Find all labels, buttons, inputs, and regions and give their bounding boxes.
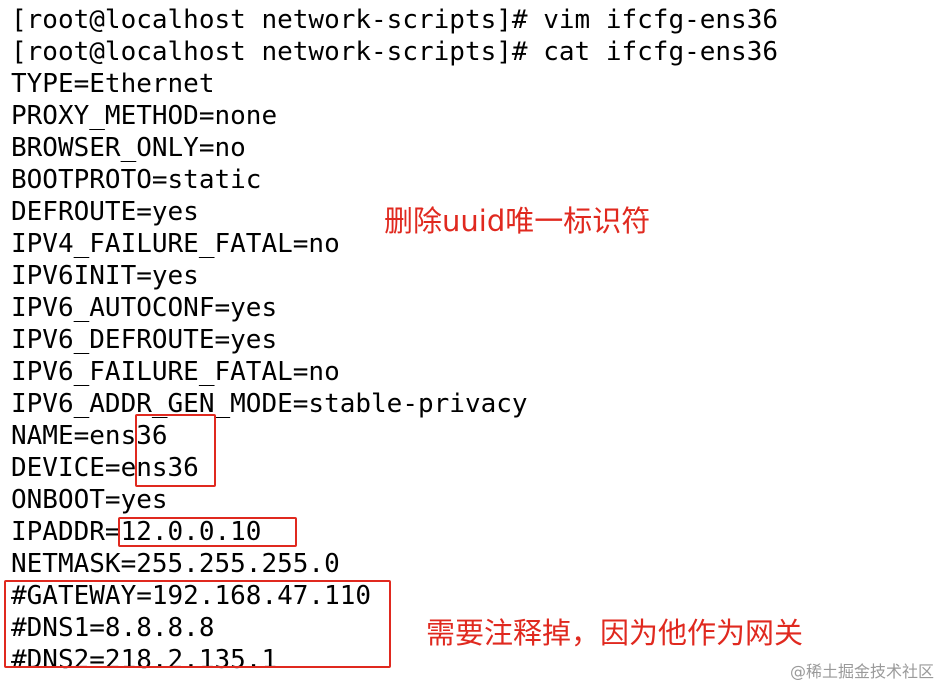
config-line-ipv6-defroute: IPV6_DEFROUTE=yes — [11, 325, 278, 355]
config-line-ipv6-failure-fatal: IPV6_FAILURE_FATAL=no — [11, 357, 340, 387]
config-line-ipv6-autoconf: IPV6_AUTOCONF=yes — [11, 293, 278, 323]
annotation-comment-out: 需要注释掉，因为他作为网关 — [426, 616, 804, 650]
config-line-proxy-method: PROXY_METHOD=none — [11, 101, 278, 131]
config-line-ipv6init: IPV6INIT=yes — [11, 261, 199, 291]
config-line-dns2: #DNS2=218.2.135.1 — [11, 645, 278, 675]
command-line-vim: [root@localhost network-scripts]# vim if… — [11, 5, 779, 35]
config-line-onboot: ONBOOT=yes — [11, 485, 168, 515]
config-line-type: TYPE=Ethernet — [11, 69, 215, 99]
config-line-ipv6-addr-gen-mode: IPV6_ADDR_GEN_MODE=stable-privacy — [11, 389, 528, 419]
watermark: @稀土掘金技术社区 — [789, 662, 934, 681]
config-line-defroute: DEFROUTE=yes — [11, 197, 199, 227]
config-line-bootproto: BOOTPROTO=static — [11, 165, 262, 195]
config-line-netmask: NETMASK=255.255.255.0 — [11, 549, 340, 579]
config-line-ipaddr: IPADDR=12.0.0.10 — [11, 517, 262, 547]
config-line-ipv4-failure-fatal: IPV4_FAILURE_FATAL=no — [11, 229, 340, 259]
config-line-browser-only: BROWSER_ONLY=no — [11, 133, 246, 163]
annotation-delete-uuid: 删除uuid唯一标识符 — [384, 204, 651, 238]
command-line-cat: [root@localhost network-scripts]# cat if… — [11, 37, 779, 67]
config-line-name: NAME=ens36 — [11, 421, 168, 451]
config-line-gateway: #GATEWAY=192.168.47.110 — [11, 581, 372, 611]
config-line-dns1: #DNS1=8.8.8.8 — [11, 613, 215, 643]
config-line-device: DEVICE=ens36 — [11, 453, 199, 483]
